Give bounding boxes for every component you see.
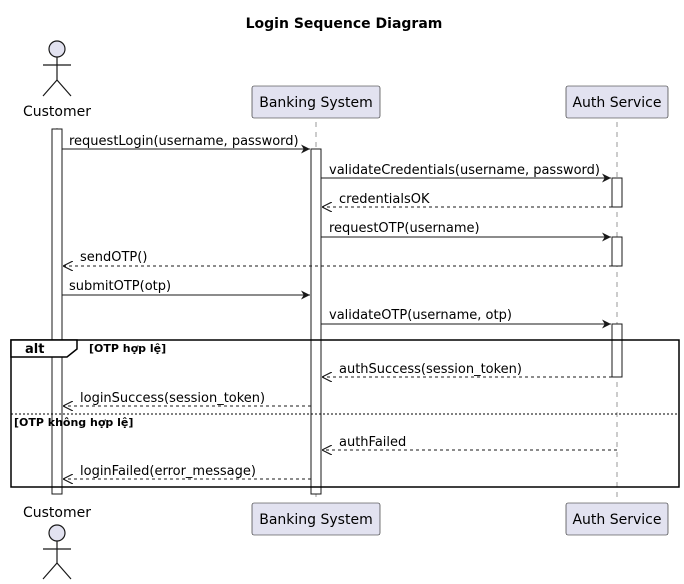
message-request-login: requestLogin(username, password) [62, 134, 310, 154]
participant-auth-bottom: Auth Service [572, 512, 661, 528]
message-label: validateOTP(username, otp) [329, 308, 512, 323]
message-send-otp: sendOTP() [63, 250, 612, 266]
fragment-guard-valid: [OTP hợp lệ] [89, 342, 166, 355]
participant-box [251, 85, 381, 119]
message-auth-success: authSuccess(session_token) [322, 362, 612, 377]
message-validate-credentials: validateCredentials(username, password) [321, 163, 611, 183]
fragment-tab [10, 339, 78, 358]
participant-box [565, 85, 669, 119]
message-label: sendOTP() [80, 250, 147, 265]
bank-box-bottom: Banking System [251, 502, 381, 536]
customer-activation [51, 128, 63, 495]
actor-legs [42, 79, 72, 97]
diagram-title: Login Sequence Diagram [246, 16, 443, 32]
fragment-keyword: alt [25, 342, 44, 357]
message-label: loginSuccess(session_token) [80, 391, 265, 406]
participant-box [251, 502, 381, 536]
actor-legs [42, 562, 72, 580]
message-login-success: loginSuccess(session_token) [63, 391, 311, 406]
participant-auth-top: Auth Service [572, 95, 661, 111]
message-label: validateCredentials(username, password) [329, 163, 600, 178]
participant-box [565, 502, 669, 536]
actor-head [48, 524, 66, 542]
auth-activation-3 [611, 323, 623, 378]
participant-bank-top: Banking System [259, 95, 372, 111]
alt-fragment: alt [OTP hợp lệ] [OTP không hợp lệ] [10, 339, 680, 488]
participant-bank-bottom: Banking System [259, 512, 372, 528]
message-label: authFailed [339, 435, 406, 450]
fragment-guard-invalid: [OTP không hợp lệ] [14, 416, 133, 429]
customer-actor-bottom: Customer [23, 505, 91, 580]
auth-activation-2 [611, 236, 623, 267]
message-label: credentialsOK [339, 192, 430, 207]
message-label: requestOTP(username) [329, 221, 480, 236]
message-label: loginFailed(error_message) [80, 464, 256, 479]
message-auth-failed: authFailed [322, 435, 617, 450]
actor-head [48, 40, 66, 58]
message-login-failed: loginFailed(error_message) [63, 464, 311, 479]
message-request-otp: requestOTP(username) [321, 221, 611, 242]
bank-box-top: Banking System [251, 85, 381, 119]
message-label: submitOTP(otp) [69, 279, 171, 294]
bank-activation [310, 148, 322, 495]
customer-actor-top: Customer [23, 40, 91, 120]
auth-box-top: Auth Service [565, 85, 669, 119]
auth-box-bottom: Auth Service [565, 502, 669, 536]
auth-activation-1 [611, 177, 623, 208]
participant-customer-top: Customer [23, 104, 91, 120]
message-submit-otp: submitOTP(otp) [62, 279, 310, 300]
participant-customer-bottom: Customer [23, 505, 91, 521]
message-credentials-ok: credentialsOK [322, 192, 612, 207]
message-validate-otp: validateOTP(username, otp) [321, 308, 611, 329]
message-label: requestLogin(username, password) [69, 134, 299, 149]
message-label: authSuccess(session_token) [339, 362, 522, 377]
